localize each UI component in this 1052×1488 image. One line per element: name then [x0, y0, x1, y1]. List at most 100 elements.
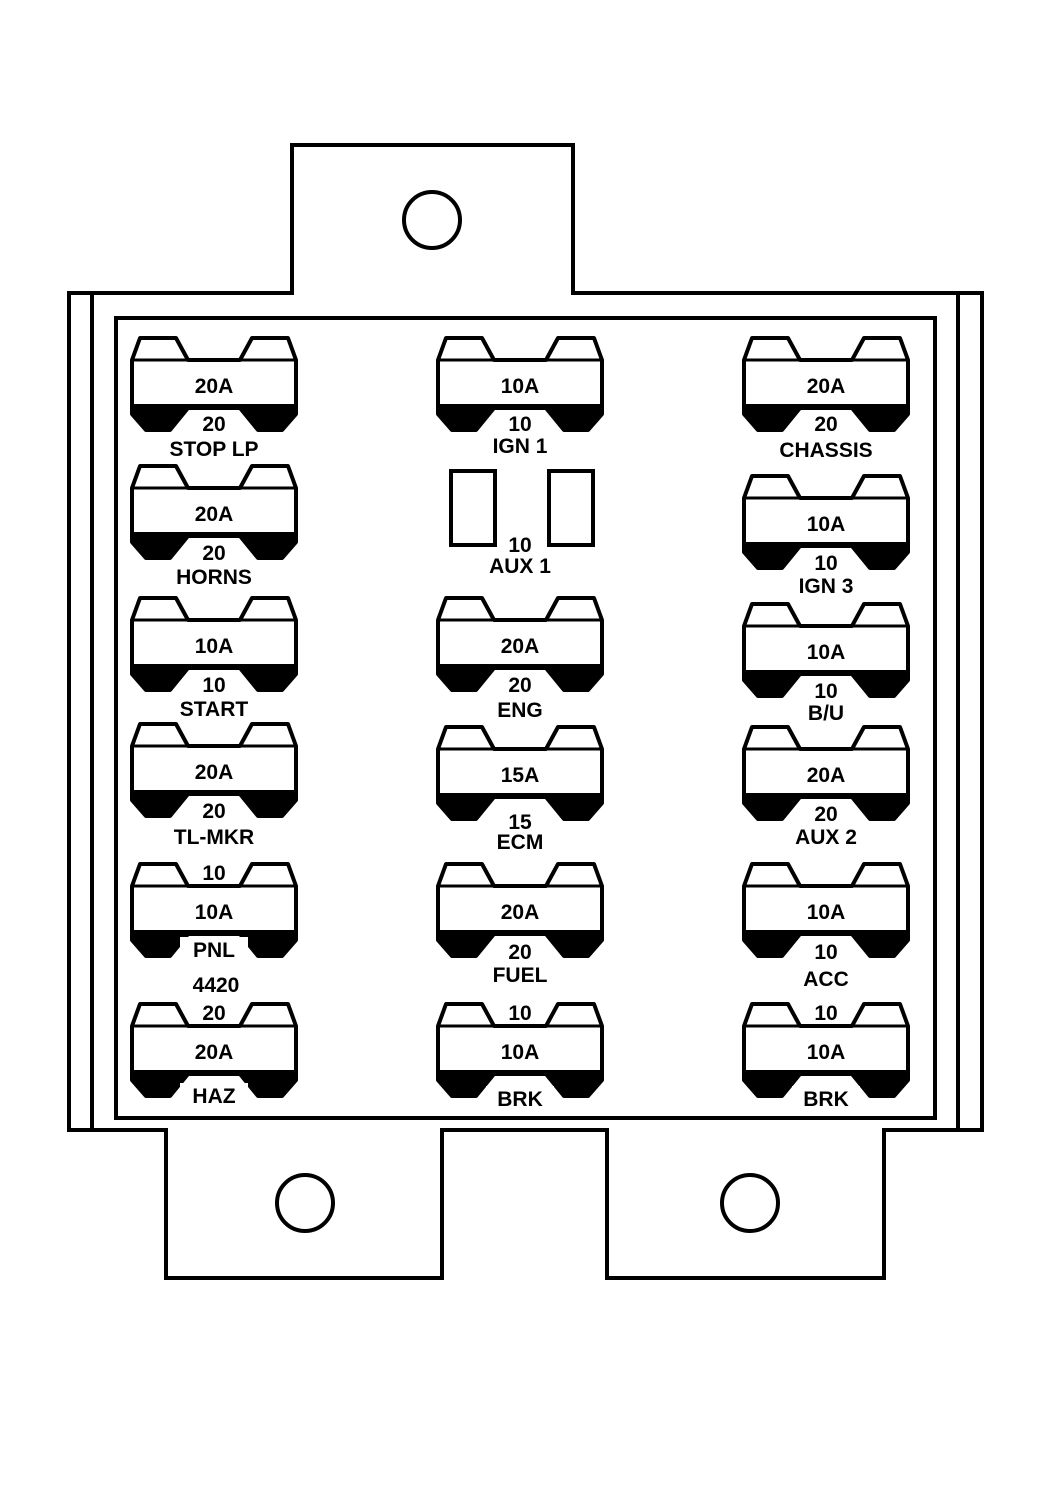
- fuse-amp-label: 10A: [501, 1041, 540, 1064]
- fuse-number-label: 20: [202, 413, 225, 436]
- aux-1-empty-slot: [449, 469, 595, 547]
- fuse-number-label: 15: [508, 811, 532, 834]
- fuse-name-label: START: [180, 698, 249, 721]
- fuse-amp-label: 20A: [195, 761, 234, 784]
- fuse-number-label: 20: [814, 413, 837, 436]
- fuse-name-label: AUX 1: [489, 555, 551, 578]
- fuse-number-label: 20: [814, 803, 837, 826]
- fuse-band: [132, 532, 296, 558]
- fuse-band: [438, 404, 602, 430]
- fuse-number-label: 10: [202, 862, 225, 885]
- fuse-band: [132, 1070, 296, 1096]
- fuse-band: [744, 793, 908, 819]
- fuse-band: [744, 1070, 908, 1096]
- fuse-name-label: ACC: [803, 968, 849, 991]
- fuse-amp-label: 20A: [501, 635, 540, 658]
- fuse-amp-label: 20A: [195, 375, 234, 398]
- fuse-band: [438, 930, 602, 956]
- fuse-name-label: CHASSIS: [779, 439, 872, 462]
- fuse-number-label: 20: [508, 674, 531, 697]
- fuse-name-backdrop: [180, 1083, 248, 1109]
- fuse-band: [438, 664, 602, 690]
- fuse-number-label: 10: [814, 941, 837, 964]
- fuse-amp-label: 10A: [501, 375, 540, 398]
- fuse-number-label: 10: [508, 413, 531, 436]
- fuse-number-label: 20: [202, 1002, 225, 1025]
- fuse-band: [132, 664, 296, 690]
- aux-1-slot-terminal-left: [449, 469, 497, 547]
- fuse-amp-label: 20A: [195, 503, 234, 526]
- fuse-b-u: 10A 10B/U: [742, 602, 910, 725]
- fuse-band: [744, 404, 908, 430]
- fuse-band: [744, 670, 908, 696]
- fuse-number-label: 20: [202, 542, 225, 565]
- fuse-band: [132, 790, 296, 816]
- fuse-name-label: ENG: [497, 699, 543, 722]
- fuse-amp-label: 10A: [807, 901, 846, 924]
- fuse-number-label: 10: [814, 680, 837, 703]
- fuse-number-label: 10: [508, 534, 531, 557]
- fuse-name-label: TL-MKR: [174, 826, 254, 849]
- fuse-number-label: 20: [202, 800, 225, 823]
- fuse-number-label: 10: [508, 1002, 531, 1025]
- fuse-name-label: PNL: [193, 939, 235, 962]
- fuse-name-label: HAZ: [192, 1085, 235, 1108]
- fuse-amp-label: 20A: [501, 901, 540, 924]
- fuse-band: [438, 1070, 602, 1096]
- mounting-hole-top: [402, 190, 462, 250]
- fuse-name-label: BRK: [803, 1088, 849, 1111]
- fuse-name-backdrop: [792, 1086, 860, 1112]
- fuse-band: [132, 930, 296, 956]
- fuse-amp-label: 15A: [501, 764, 540, 787]
- fuse-amp-label: 10A: [807, 641, 846, 664]
- fuse-amp-label: 10A: [195, 635, 234, 658]
- fuse-name-label: IGN 1: [493, 435, 548, 458]
- fuse-amp-label: 10A: [807, 513, 846, 536]
- fuse-name-label: ECM: [497, 831, 544, 854]
- fuse-number-label: 10: [814, 552, 837, 575]
- mounting-hole-bottom-left: [275, 1173, 335, 1233]
- fuse-amp-label: 20A: [195, 1041, 234, 1064]
- fuse-number-label: 10: [814, 1002, 837, 1025]
- fuse-block-housing: [67, 143, 984, 1280]
- fuse-band: [744, 930, 908, 956]
- fuse-band: [438, 793, 602, 819]
- fuse-name-label: FUEL: [493, 964, 548, 987]
- aux-1-slot-terminal-right: [547, 469, 595, 547]
- fuse-name-label: STOP LP: [169, 438, 258, 461]
- part-number-label: 4420: [193, 974, 240, 997]
- fuse-number-label: 10: [202, 674, 225, 697]
- fuse-number-label: 20: [508, 941, 531, 964]
- fuse-amp-label: 20A: [807, 764, 846, 787]
- fuse-name-label: BRK: [497, 1088, 543, 1111]
- fuse-name-label: HORNS: [176, 566, 252, 589]
- fuse-name-backdrop: [180, 937, 248, 963]
- fuse-name-label: B/U: [808, 702, 844, 725]
- fuse-amp-label: 10A: [195, 901, 234, 924]
- fuse-name-backdrop: [486, 1086, 554, 1112]
- fuse-name-label: IGN 3: [799, 575, 854, 598]
- fuse-amp-label: 20A: [807, 375, 846, 398]
- fuse-band: [132, 404, 296, 430]
- fuse-band: [744, 542, 908, 568]
- mounting-hole-bottom-right: [720, 1173, 780, 1233]
- fuse-amp-label: 10A: [807, 1041, 846, 1064]
